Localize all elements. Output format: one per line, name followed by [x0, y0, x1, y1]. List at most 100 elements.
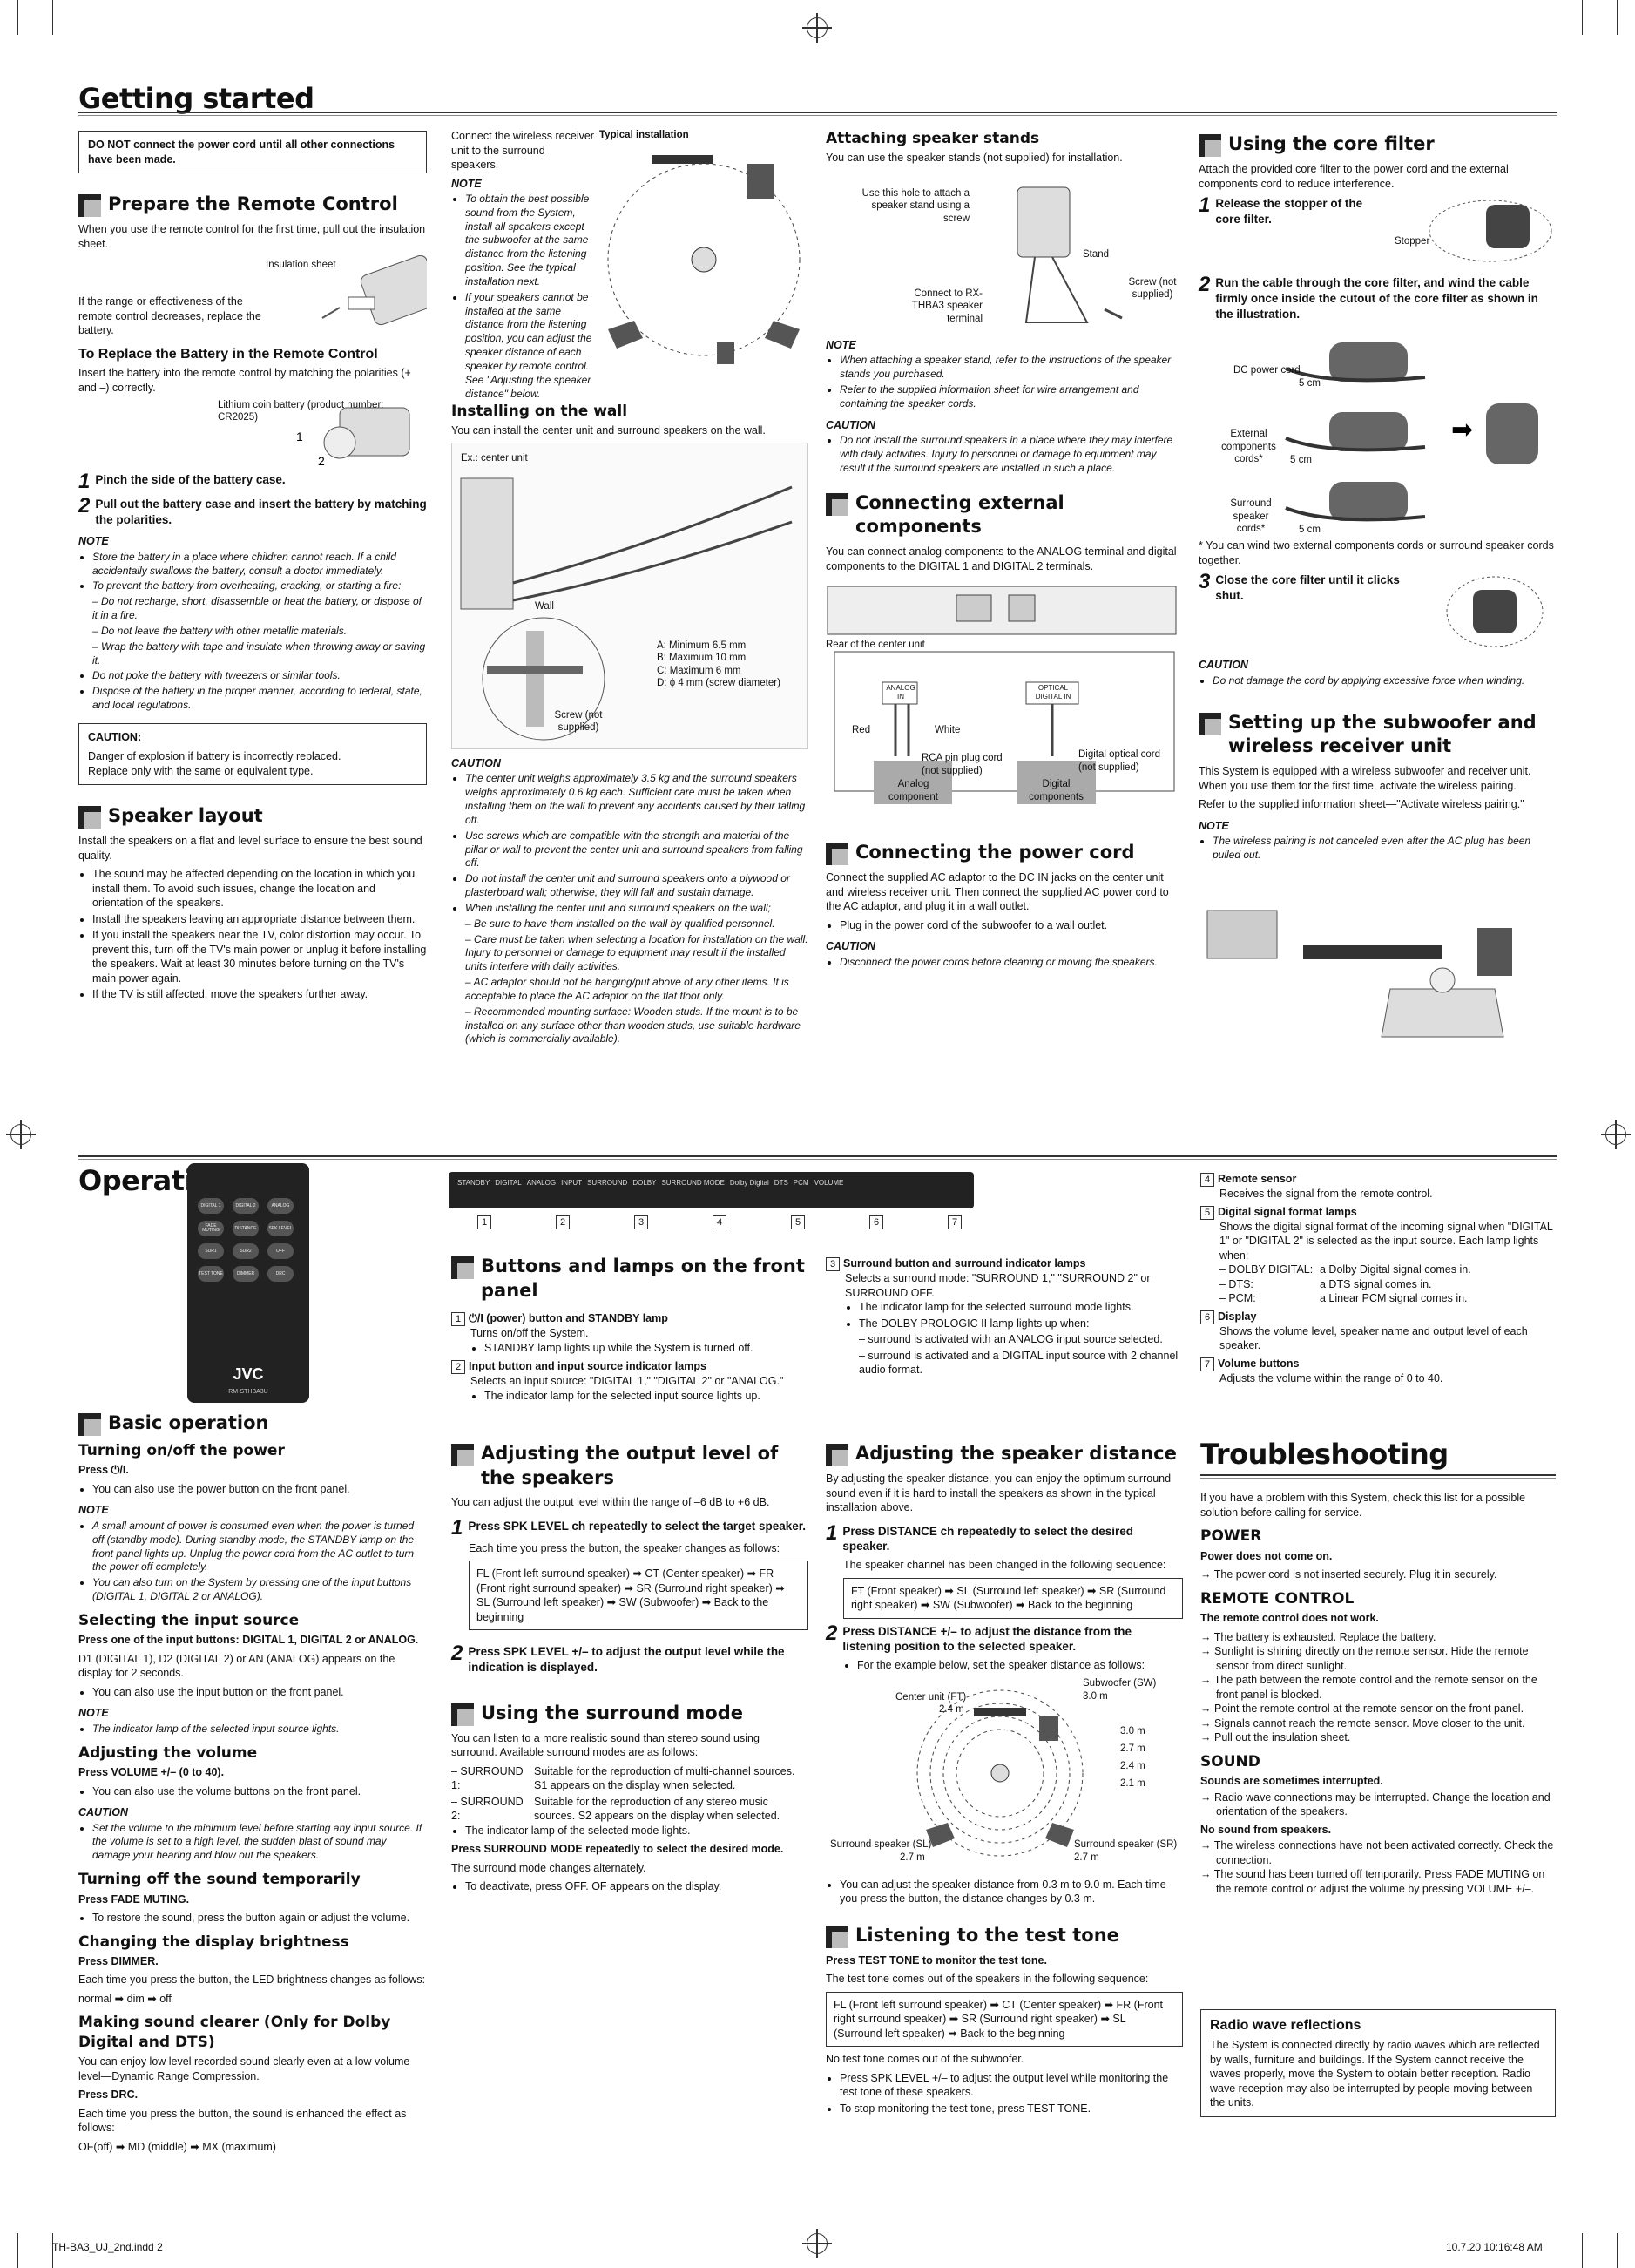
external-intro: You can connect analog components to the… [826, 545, 1177, 572]
optical-in-label: OPTICAL DIGITAL IN [1035, 684, 1071, 701]
caution-label: CAUTION [78, 1806, 128, 1819]
remote-key: SUR2 [233, 1243, 259, 1259]
note-label: NOTE [1199, 819, 1229, 832]
power-list: Plug in the power cord of the subwoofer … [826, 918, 1183, 933]
registration-mark [1601, 1120, 1631, 1149]
caution-label: CAUTION [826, 940, 875, 953]
white-label: White [935, 725, 961, 736]
digital-components-label: Digital components [1029, 779, 1084, 802]
battery-figure: Lithium coin battery (product number: CR… [78, 399, 427, 467]
crop-mark [17, 2233, 18, 2268]
remote-model: RM-STHBA3U [228, 1388, 268, 1395]
radio-wave-box: Radio wave reflections The System is con… [1200, 2009, 1556, 2117]
caution-label: CAUTION [826, 418, 875, 431]
power-intro: Connect the supplied AC adaptor to the D… [826, 871, 1169, 913]
distance-diagram: Center unit (FT) 2.4 m Subwoofer (SW) 3.… [826, 1677, 1183, 1878]
power-press: Press ⏻/I. [78, 1464, 129, 1477]
distance-rings [916, 1689, 1084, 1857]
column-output: Adjusting the output level of the speake… [451, 1442, 808, 1899]
ring-label: 2.1 m [1120, 1777, 1145, 1789]
screw-label: Screw (not supplied) [554, 709, 603, 734]
panel-number: 7 [948, 1215, 962, 1229]
column-remote: DO NOT connect the power cord until all … [78, 131, 427, 1006]
heading-power: Connecting the power cord [826, 841, 1183, 866]
panel-label: DOLBY [632, 1179, 657, 1187]
stands-intro: You can use the speaker stands (not supp… [826, 152, 1123, 165]
center-distance: 2.4 m [939, 1703, 964, 1715]
stand-notes: When attaching a speaker stand, refer to… [826, 354, 1183, 410]
center-label: Center unit (FT) [895, 1691, 967, 1703]
living-room-illustration [1206, 910, 1512, 1038]
crop-mark [52, 0, 53, 35]
speaker-stand-illustration [1017, 186, 1123, 323]
heading-trouble-sound: SOUND [1200, 1752, 1260, 1770]
section-title-troubleshooting: Troubleshooting [1200, 1438, 1449, 1471]
replace-text: Insert the battery into the remote contr… [78, 367, 411, 394]
sl-label: Surround speaker (SL) [830, 1838, 932, 1850]
wireless-intro: Connect the wireless receiver unit to th… [451, 130, 594, 171]
cm-label: 5 cm [1299, 378, 1321, 389]
heading-output: Adjusting the output level of the speake… [451, 1442, 808, 1490]
insulation-label: Insulation sheet [266, 260, 336, 270]
heading-stands: Attaching speaker stands [826, 130, 1040, 147]
registration-mark [6, 1120, 36, 1149]
core-cautions: Do not damage the cord by applying exces… [1199, 674, 1554, 688]
ring-label: 3.0 m [1120, 1725, 1145, 1737]
crop-mark [1617, 2233, 1618, 2268]
ring-label: 2.7 m [1120, 1743, 1145, 1754]
remote-key: SUR1 [198, 1243, 224, 1259]
column-troubleshooting: Troubleshooting If you have a problem wi… [1200, 1436, 1556, 2117]
panel-number: 6 [869, 1215, 883, 1229]
caution-box: CAUTION: Danger of explosion if battery … [78, 722, 427, 786]
heading-replace-battery: To Replace the Battery in the Remote Con… [78, 347, 378, 362]
stand-label: Stand [1083, 248, 1110, 260]
heading-drc: Making sound clearer (Only for Dolby Dig… [78, 2014, 391, 2051]
external-figure: Rear of the center unit ANALOG IN OPTICA… [826, 578, 1183, 830]
heading-trouble-power: POWER [1200, 1527, 1262, 1546]
power-notes: A small amount of power is consumed even… [78, 1520, 427, 1604]
crop-mark [17, 0, 18, 35]
heading-basic: Basic operation [78, 1412, 427, 1436]
note-label: NOTE [78, 1504, 109, 1517]
column-connections: Attaching speaker stands You can use the… [826, 129, 1183, 974]
panel-number: 2 [556, 1215, 570, 1229]
heading-remote: Prepare the Remote Control [78, 193, 427, 217]
ring-label: 2.4 m [1120, 1760, 1145, 1771]
crop-mark [52, 2233, 53, 2268]
column-basic: Basic operation Turning on/off the power… [78, 1412, 427, 2158]
crop-mark [1582, 0, 1583, 35]
layout-intro: Install the speakers on a flat and level… [78, 835, 422, 862]
wall-label: Wall [535, 600, 554, 612]
optical-cord-label: Digital optical cord (not supplied) [1078, 749, 1160, 773]
core-footnote: * You can wind two external components c… [1199, 539, 1554, 566]
panel-label: VOLUME [814, 1179, 844, 1187]
cm-label: 5 cm [1290, 455, 1312, 466]
typical-installation: Connect the wireless receiver unit to th… [451, 129, 808, 400]
battery-illustration: 1 2 [296, 407, 410, 467]
heading-external: Connecting external components [826, 491, 1183, 539]
note-label: NOTE [78, 535, 109, 548]
heading-distance: Adjusting the speaker distance [826, 1442, 1183, 1466]
core-cords-figure: ➡ DC power cord 5 cm External components… [1199, 325, 1554, 538]
remote-key: DIGITAL 2 [233, 1198, 259, 1214]
panel-label: PCM [793, 1179, 809, 1187]
rear-label: Rear of the center unit [826, 640, 925, 651]
registration-mark [802, 13, 832, 43]
heading-speaker-layout: Speaker layout [78, 804, 427, 829]
distance-sequence-box: FT (Front speaker) ➡ SL (Surround left s… [843, 1577, 1183, 1619]
remote-key: DIGITAL 1 [198, 1198, 224, 1214]
panel-label: DIGITAL [495, 1179, 522, 1187]
heading-wall: Installing on the wall [451, 403, 628, 420]
heading-input: Selecting the input source [78, 1611, 300, 1629]
sub-distance: 3.0 m [1083, 1690, 1108, 1702]
battery-notes: Store the battery in a place where child… [78, 551, 427, 713]
